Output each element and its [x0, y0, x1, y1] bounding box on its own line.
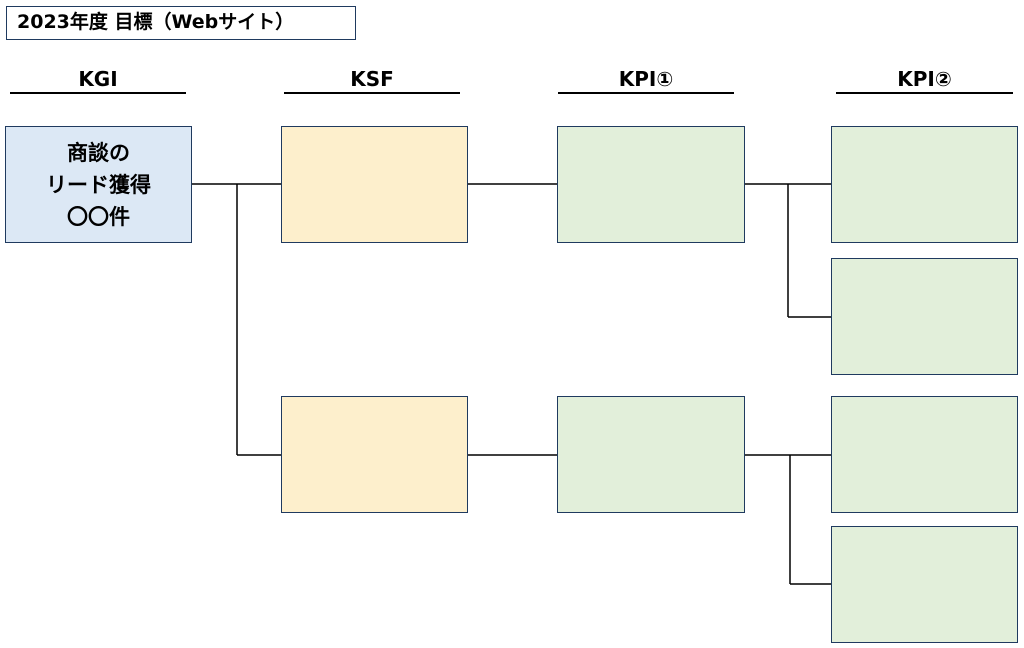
kpi2-box-2 [831, 258, 1018, 375]
kpi2-box-4 [831, 526, 1018, 643]
kpi1-box-1 [557, 126, 745, 243]
ksf-box-2 [281, 396, 468, 513]
diagram-title: 2023年度 目標（Webサイト） [6, 6, 356, 40]
kpi2-box-1 [831, 126, 1018, 243]
column-label-kpi1: KPI① [558, 66, 734, 94]
kgi-box-text: 商談の リード獲得 〇〇件 [46, 140, 151, 229]
column-label-kpi2: KPI② [836, 66, 1013, 94]
kpi2-box-3 [831, 396, 1018, 513]
column-label-ksf: KSF [284, 66, 460, 94]
kgi-box: 商談の リード獲得 〇〇件 [5, 126, 192, 243]
kpi1-box-2 [557, 396, 745, 513]
column-label-kgi: KGI [10, 66, 186, 94]
ksf-box-1 [281, 126, 468, 243]
